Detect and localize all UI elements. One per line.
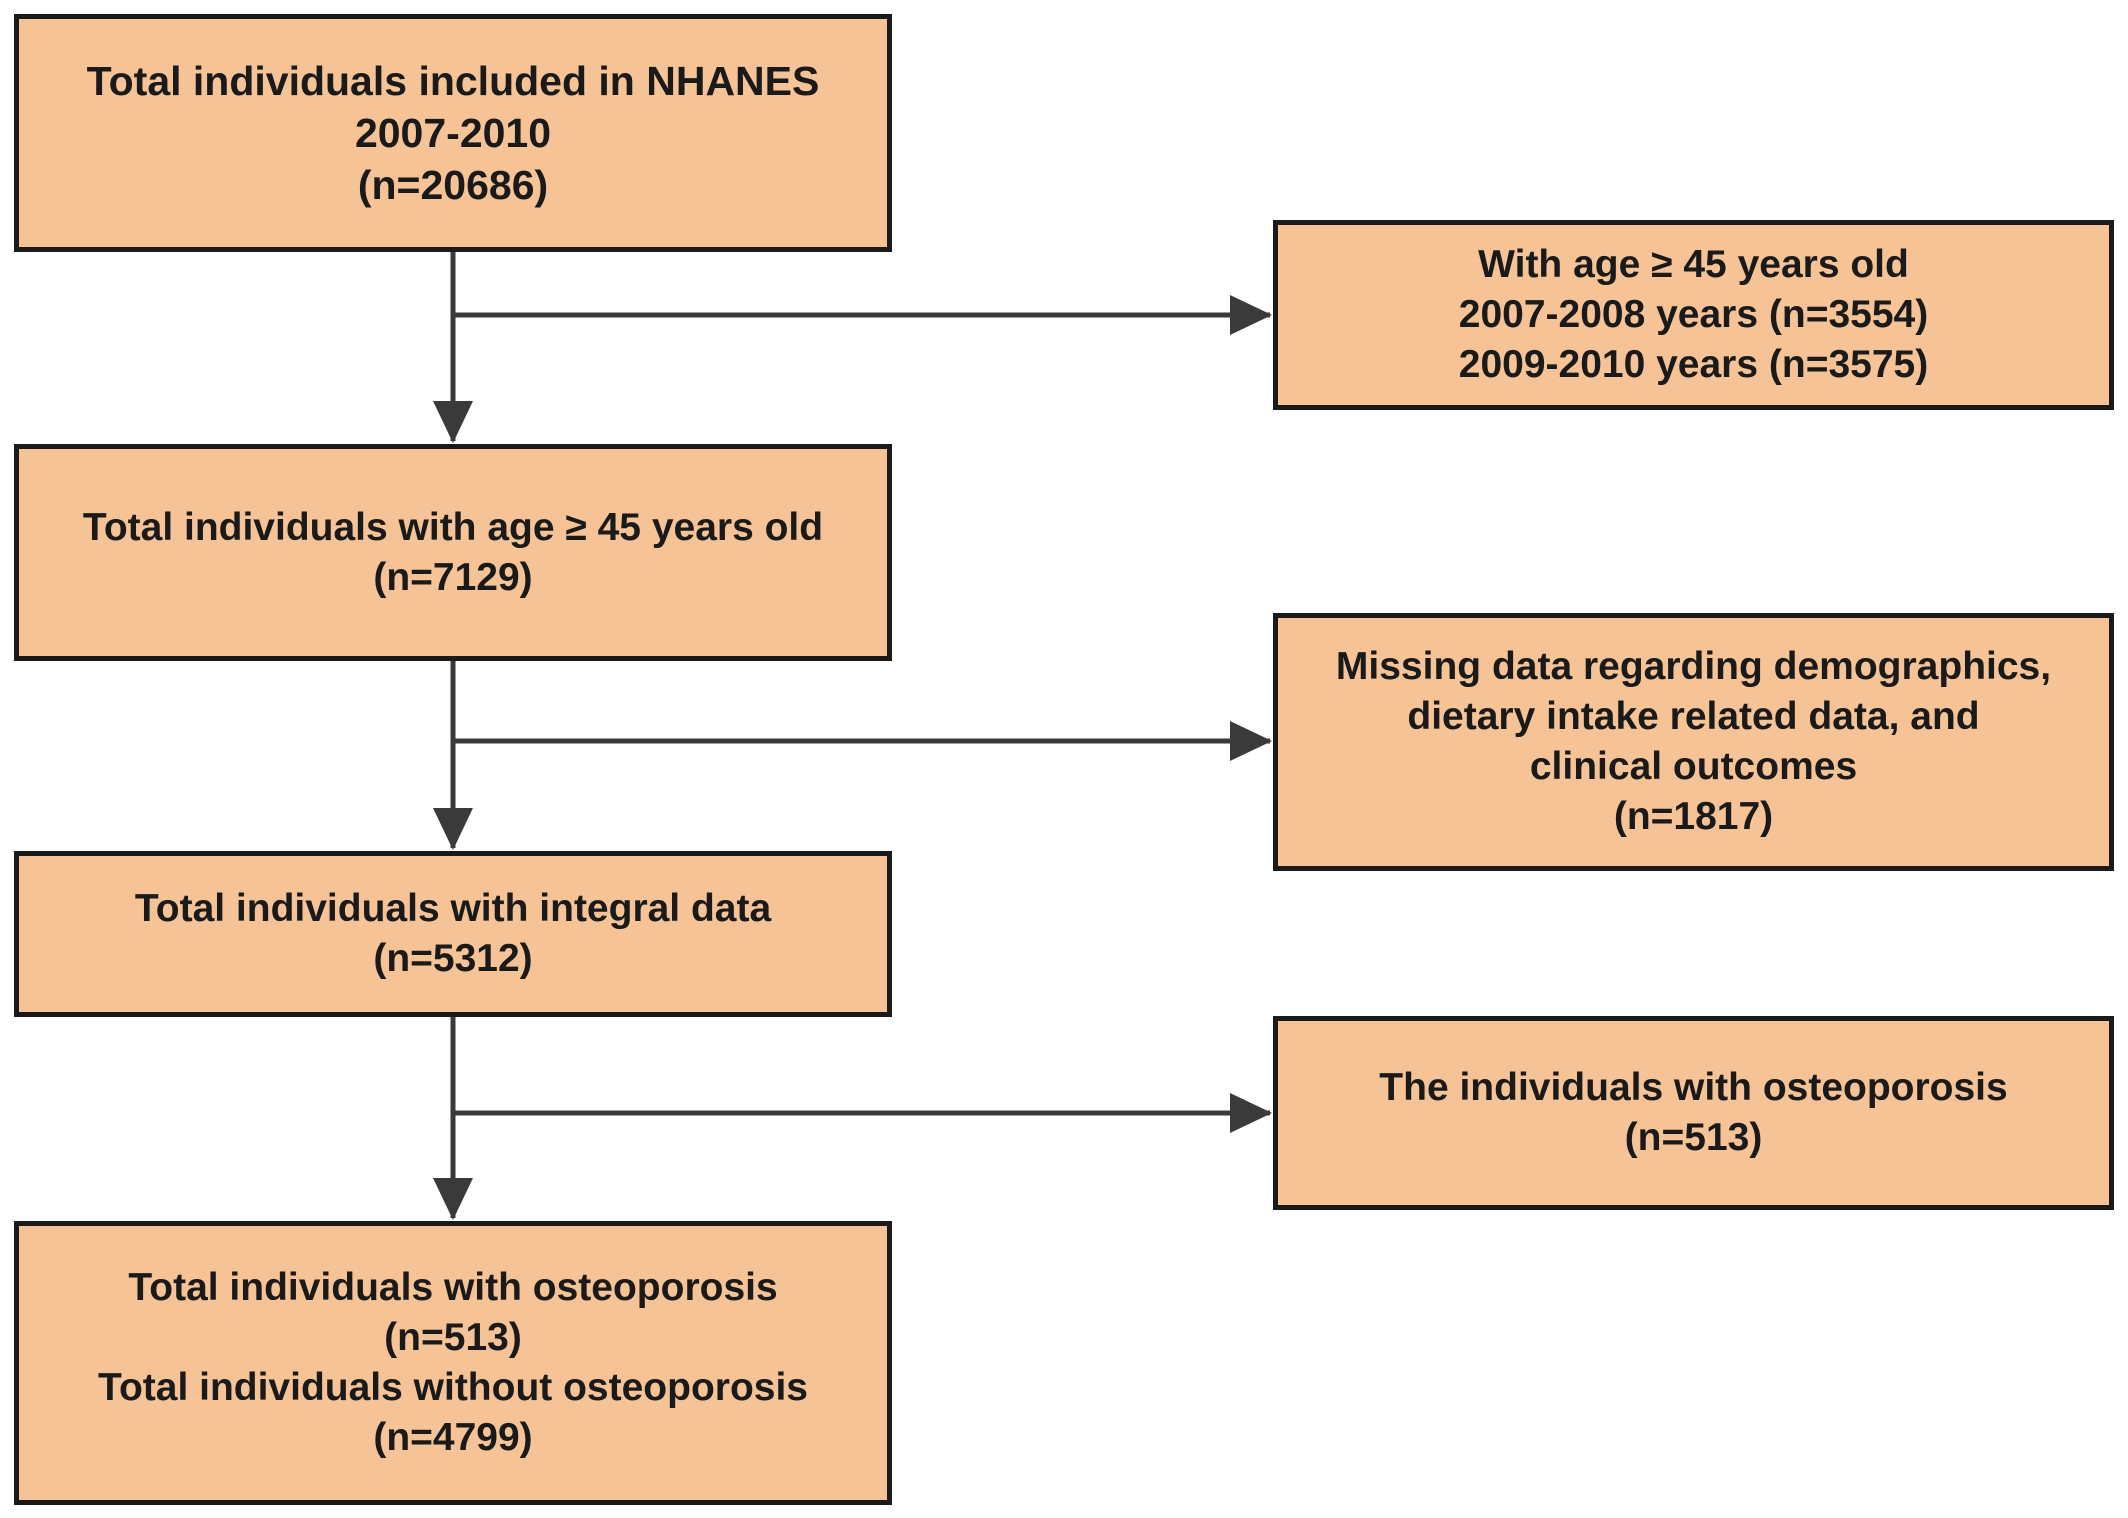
box-missing-data-line1: Missing data regarding demographics, bbox=[1335, 645, 2052, 688]
box-age-45-total-line2: (n=7129) bbox=[373, 555, 533, 599]
box-age-breakdown-line3: 2009-2010 years (n=3575) bbox=[1458, 343, 1929, 386]
box-total-nhanes-line3: (n=20686) bbox=[357, 162, 549, 208]
box-age-45-total-line1: Total individuals with age ≥ 45 years ol… bbox=[82, 505, 824, 549]
box-final-outcome-line2: (n=513) bbox=[384, 1316, 522, 1359]
box-final-outcome-line4: (n=4799) bbox=[373, 1416, 533, 1459]
box-osteoporosis-branch-line2: (n=513) bbox=[1624, 1116, 1763, 1159]
box-age-breakdown-line1: With age ≥ 45 years old bbox=[1478, 243, 1909, 286]
box-missing-data-line2: dietary intake related data, and bbox=[1407, 695, 1980, 738]
box-final-outcome: Total individuals with osteoporosis (n=5… bbox=[14, 1221, 892, 1505]
box-missing-data-line4: (n=1817) bbox=[1613, 795, 1774, 838]
box-osteoporosis-branch: The individuals with osteoporosis (n=513… bbox=[1273, 1016, 2114, 1210]
box-total-nhanes-line1: Total individuals included in NHANES bbox=[86, 58, 820, 104]
box-missing-data: Missing data regarding demographics, die… bbox=[1273, 613, 2114, 871]
box-age-breakdown: With age ≥ 45 years old 2007-2008 years … bbox=[1273, 220, 2114, 410]
box-final-outcome-line1: Total individuals with osteoporosis bbox=[128, 1266, 778, 1309]
box-integral-data-line1: Total individuals with integral data bbox=[134, 887, 772, 930]
box-integral-data: Total individuals with integral data (n=… bbox=[14, 851, 892, 1017]
box-total-nhanes-line2: 2007-2010 bbox=[354, 110, 552, 156]
box-total-nhanes: Total individuals included in NHANES 200… bbox=[14, 14, 892, 252]
box-age-45-total: Total individuals with age ≥ 45 years ol… bbox=[14, 444, 892, 661]
box-osteoporosis-branch-line1: The individuals with osteoporosis bbox=[1379, 1066, 2008, 1109]
box-integral-data-line2: (n=5312) bbox=[373, 937, 533, 980]
box-age-breakdown-line2: 2007-2008 years (n=3554) bbox=[1458, 293, 1929, 336]
box-final-outcome-line3: Total individuals without osteoporosis bbox=[98, 1366, 808, 1409]
box-missing-data-line3: clinical outcomes bbox=[1529, 745, 1858, 788]
